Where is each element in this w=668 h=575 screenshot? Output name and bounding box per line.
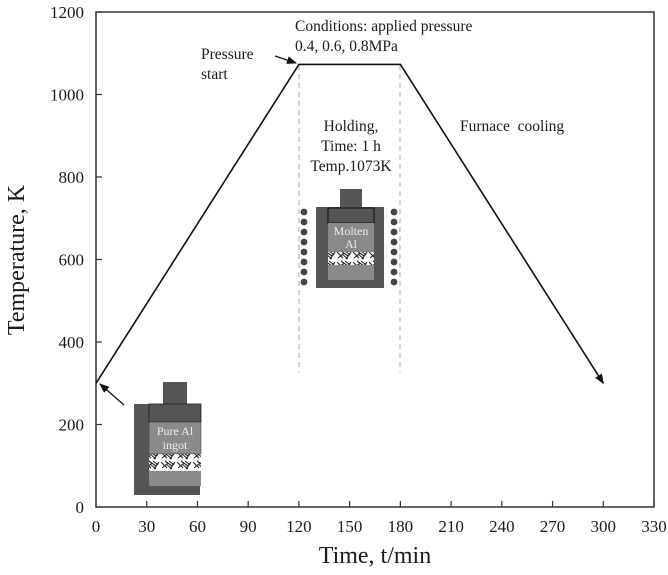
x-tick-label: 150: [337, 517, 363, 536]
x-axis: 0 30 60 90 120 150 180 210 240 270 300 330: [92, 501, 667, 536]
ingot-block: [148, 421, 202, 455]
conditions-annotation: Conditions: applied pressure 0.4, 0.6, 0…: [295, 18, 472, 55]
pressure-start-label-line2: start: [201, 66, 228, 83]
heater-dot: [300, 258, 308, 266]
x-tick-label: 300: [591, 517, 617, 536]
heater-dot: [390, 278, 398, 286]
holding-label-line3: Temp.1073K: [310, 158, 392, 175]
x-tick-label: 240: [489, 517, 515, 536]
x-axis-title: Time, t/min: [319, 543, 431, 569]
x-tick-label: 330: [641, 517, 667, 536]
heater-dot: [390, 258, 398, 266]
y-axis: 0 200 400 600 800 1000 1200: [50, 3, 102, 517]
x-tick-label: 30: [138, 517, 155, 536]
holding-annotation: Holding, Time: 1 h Temp.1073K: [310, 118, 392, 175]
heater-dot: [390, 248, 398, 256]
die-base-insert: [149, 471, 201, 486]
heater-dot: [300, 218, 308, 226]
holding-label-line1: Holding,: [324, 118, 379, 135]
pressure-start-label-line1: Pressure: [201, 46, 254, 63]
die-base-insert: [328, 265, 374, 280]
die-punch: [163, 382, 187, 406]
die-inset-molten-al: Molten Al: [300, 189, 398, 288]
furnace-cooling-label: Furnace cooling: [460, 118, 564, 135]
y-tick-label: 200: [59, 416, 85, 435]
holding-label-line2: Time: 1 h: [321, 138, 381, 155]
x-tick-label: 180: [388, 517, 414, 536]
heater-dot: [300, 208, 308, 216]
fiber-preform: [328, 252, 374, 265]
die-plunger: [327, 207, 375, 224]
x-tick-label: 210: [438, 517, 464, 536]
y-axis-title: Temperature, K: [4, 184, 30, 335]
conditions-label-line2: 0.4, 0.6, 0.8MPa: [295, 38, 398, 55]
y-tick-label: 1200: [50, 3, 84, 22]
pressure-start-arrow-icon: [274, 55, 297, 64]
temperature-profile-line: [95, 63, 604, 385]
y-tick-label: 400: [59, 333, 85, 352]
heater-dot: [300, 238, 308, 246]
ingot-label-line1: Pure Al: [157, 424, 194, 438]
molten-al-region: [328, 223, 374, 252]
x-tick-label: 120: [286, 517, 312, 536]
ingot-label-line2: ingot: [163, 438, 188, 452]
heater-coils-left-icon: [300, 208, 308, 286]
x-tick-label: 90: [240, 517, 257, 536]
conditions-label-line1: Conditions: applied pressure: [295, 18, 472, 35]
heater-dot: [300, 268, 308, 276]
start-point-arrow-icon: [99, 383, 125, 406]
die-inset-pure-al-ingot: Pure Al ingot: [134, 382, 202, 495]
y-tick-label: 800: [59, 168, 85, 187]
x-tick-label: 60: [189, 517, 206, 536]
heater-dot: [390, 268, 398, 276]
heater-dot: [300, 248, 308, 256]
x-tick-label: 270: [540, 517, 566, 536]
molten-label-line2: Al: [345, 237, 358, 251]
fiber-preform: [149, 454, 201, 471]
molten-label-line1: Molten: [334, 224, 369, 238]
heater-dot: [390, 208, 398, 216]
y-tick-label: 0: [76, 498, 85, 517]
heater-dot: [390, 238, 398, 246]
x-tick-label: 0: [92, 517, 101, 536]
heater-dot: [390, 218, 398, 226]
heater-dot: [300, 228, 308, 236]
heater-dot: [390, 228, 398, 236]
die-plunger: [148, 403, 202, 423]
pressure-start-annotation: Pressure start: [201, 46, 254, 83]
die-punch: [340, 189, 362, 209]
y-tick-label: 600: [59, 251, 85, 270]
y-tick-label: 1000: [50, 86, 84, 105]
heater-dot: [300, 278, 308, 286]
heater-coils-right-icon: [390, 208, 398, 286]
